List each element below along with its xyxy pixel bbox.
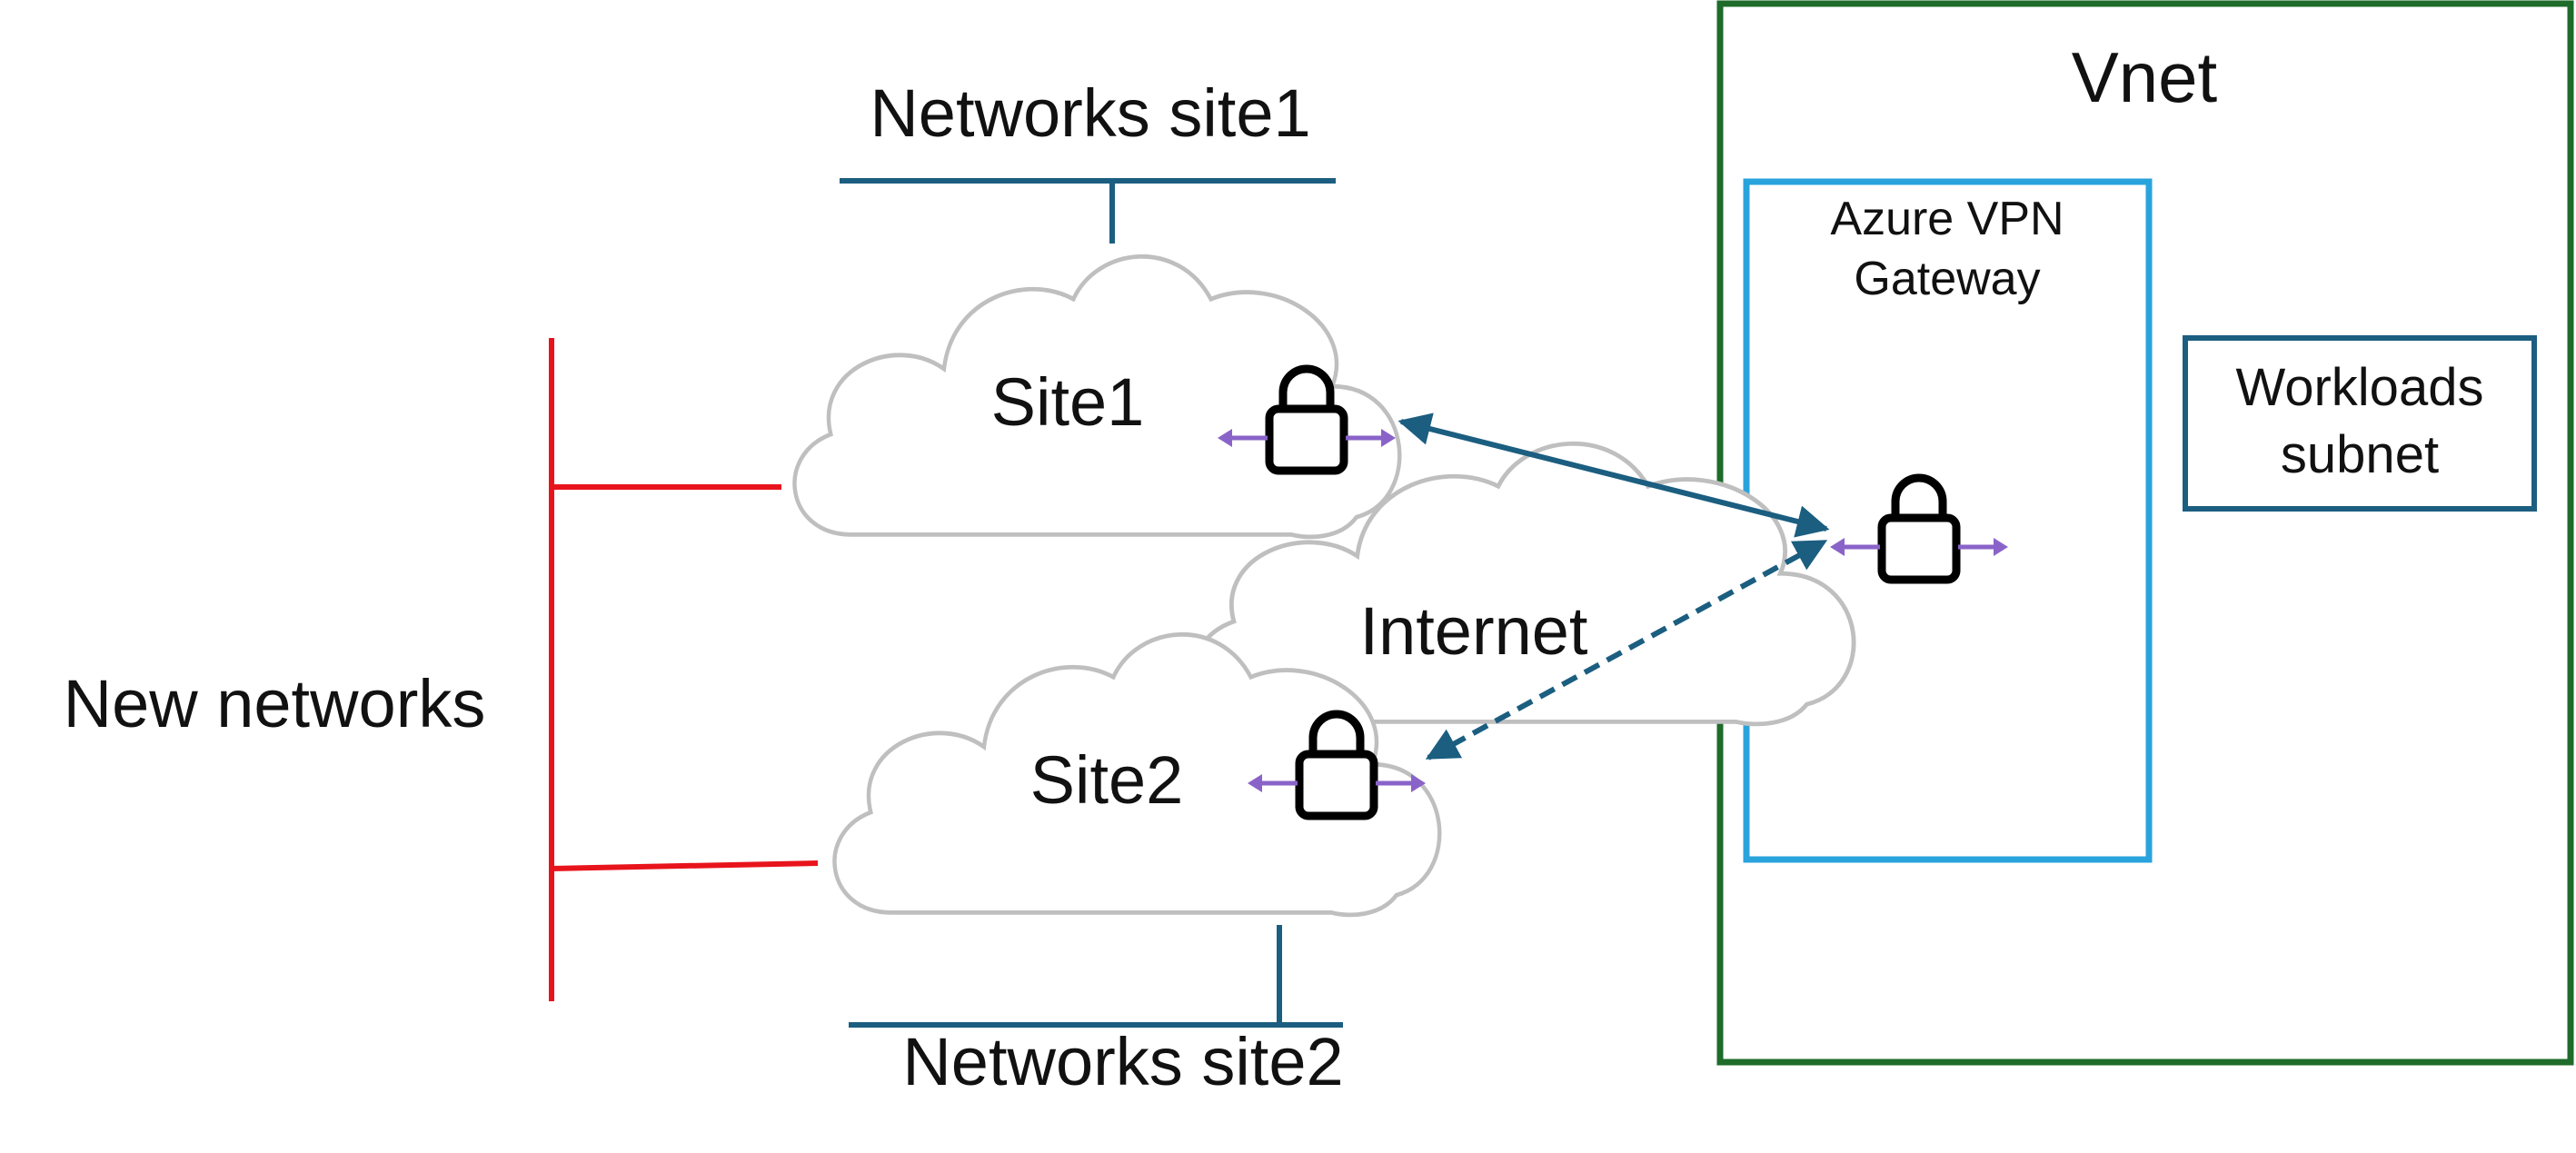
networks-site2-bus xyxy=(849,925,1343,1028)
gateway-lock-icon xyxy=(1830,478,2008,580)
vnet-label: Vnet xyxy=(2072,37,2218,117)
internet-label: Internet xyxy=(1360,593,1588,669)
vnet-box xyxy=(1716,0,2574,1066)
workloads-label-line2: subnet xyxy=(2281,425,2439,484)
new-networks-bus xyxy=(549,338,819,1001)
workloads-subnet-box xyxy=(2183,335,2537,512)
site2-label: Site2 xyxy=(1030,742,1184,818)
networks-site1-label: Networks site1 xyxy=(870,75,1310,151)
new-networks-label: New networks xyxy=(64,666,486,741)
gateway-label-line1: Azure VPN xyxy=(1830,193,2064,245)
networks-site2-label: Networks site2 xyxy=(902,1024,1343,1099)
gateway-label-line2: Gateway xyxy=(1854,253,2040,305)
networks-site1-bus xyxy=(840,178,1336,244)
workloads-label-line1: Workloads xyxy=(2236,358,2484,417)
site1-vpn-tunnel xyxy=(1397,412,1830,538)
site1-label: Site1 xyxy=(991,364,1145,440)
